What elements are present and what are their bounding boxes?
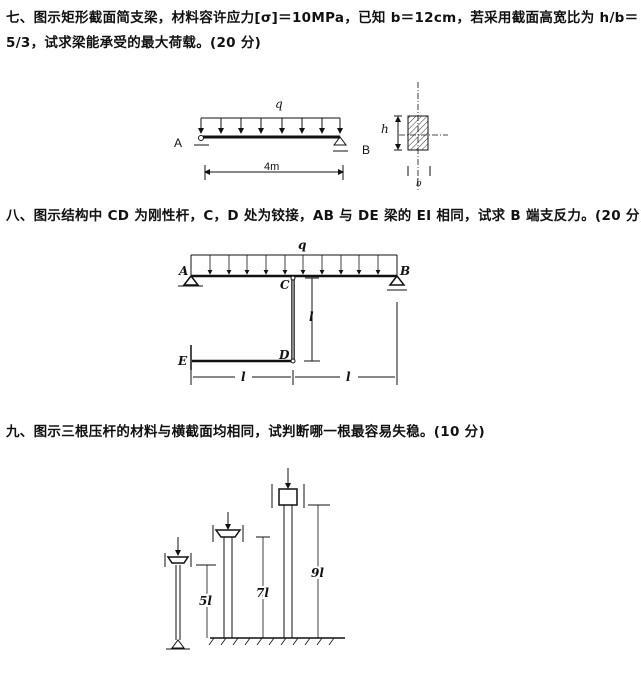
figure-7-simply-supported-beam: [194, 82, 448, 190]
question-7-text-line2: 5/3，试求梁能承受的最大荷载。(20 分): [6, 35, 262, 51]
fig7-height-label: h: [381, 122, 389, 136]
question-8-text: 八、图示结构中 CD 为刚性杆，C，D 处为铰接，AB 与 DE 梁的 EI 相…: [6, 208, 641, 224]
fig8-vertical-length-label: l: [309, 310, 314, 324]
fig7-support-a-label: A: [174, 136, 182, 150]
figure-8-structure: [178, 254, 407, 385]
fig8-right-length-label: l: [346, 370, 351, 384]
fig8-d-label: D: [278, 348, 290, 362]
fig7-load-label: q: [275, 97, 283, 111]
fig8-b-label: B: [399, 264, 410, 278]
figure-9-columns: [164, 468, 345, 650]
fig9-length-5l-label: 5l: [199, 594, 212, 608]
fig9-length-7l-label: 7l: [256, 586, 269, 600]
fig7-span-label: 4m: [264, 161, 279, 173]
fig7-support-b-label: B: [362, 143, 370, 157]
fig8-c-label: C: [280, 278, 290, 292]
fig9-length-9l-label: 9l: [311, 566, 324, 580]
fig8-e-label: E: [177, 354, 188, 368]
fig8-load-label: q: [298, 238, 306, 252]
question-7-text-line1: 七、图示矩形截面简支梁，材料容许应力[σ]＝10MPa，已知 b＝12cm，若采…: [6, 10, 639, 26]
question-9-text: 九、图示三根压杆的材料与横截面均相同，试判断哪一根最容易失稳。(10 分): [6, 424, 485, 440]
fig7-width-label: b: [416, 179, 422, 189]
fig8-a-label: A: [178, 264, 188, 278]
fig8-left-length-label: l: [241, 370, 246, 384]
